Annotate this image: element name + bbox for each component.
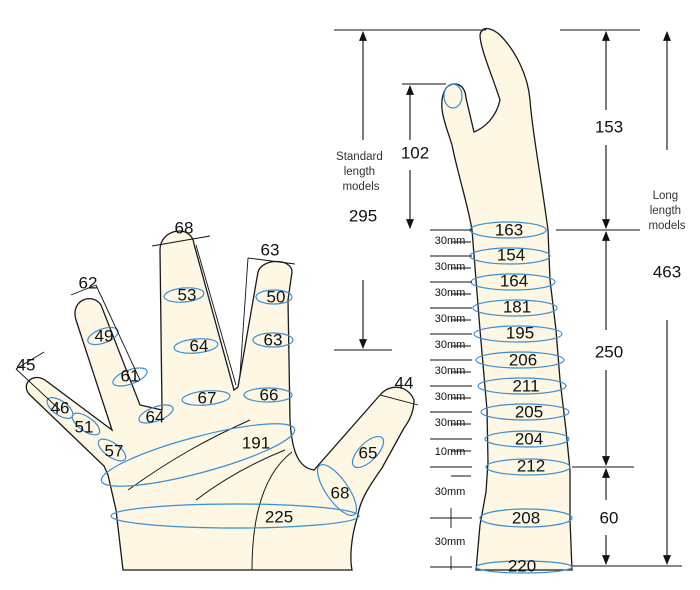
ring-lower-label: 61 — [121, 366, 140, 385]
spacing-label-11: 30mm — [435, 536, 466, 548]
long-hand-label: 153 — [595, 117, 623, 136]
thumb-base-label: 68 — [331, 483, 350, 502]
finger-rings — [46, 287, 385, 529]
spacing-label-6: 30mm — [435, 365, 466, 377]
index-lower-label: 63 — [264, 330, 283, 349]
middle-tip-line — [151, 235, 211, 247]
arm-label-10: 212 — [517, 456, 545, 475]
arm-label-5: 195 — [506, 323, 534, 342]
standard-caption: Standard length models — [336, 151, 386, 193]
thumb-tip-line — [379, 394, 419, 406]
spacing-label-7: 30mm — [435, 391, 466, 403]
long-hand-dimension: 153 — [556, 29, 640, 231]
standard-hand-label: 102 — [401, 143, 429, 162]
tip-width-lines — [15, 235, 419, 411]
arm-circumference-labels: 163 154 164 181 195 206 211 205 204 212 … — [495, 220, 545, 575]
spacing-label-9: 10mm — [435, 446, 466, 458]
arm-label-6: 206 — [509, 350, 537, 369]
arm-label-9: 204 — [515, 429, 543, 448]
middle-lower-label: 64 — [190, 336, 209, 355]
spacing-label-5: 30mm — [435, 339, 466, 351]
palm-creases — [127, 419, 293, 571]
arm-label-12: 220 — [508, 556, 536, 575]
long-bottom-dimension: 60 — [572, 468, 682, 567]
long-mid-dimension: 250 — [572, 231, 634, 468]
little-lower-label: 51 — [75, 417, 94, 436]
arm-rings — [469, 221, 573, 574]
spacing-label-3: 30mm — [435, 287, 466, 299]
thumb-upper-label: 65 — [359, 443, 378, 462]
thumb-tip — [443, 83, 463, 109]
arm-outline — [441, 27, 573, 571]
hand-outline — [25, 230, 415, 571]
index-base-label: 66 — [260, 385, 279, 404]
index-tip-label: 63 — [261, 240, 280, 259]
middle-base-label: 67 — [198, 388, 217, 407]
middle-upper-label: 53 — [178, 285, 197, 304]
knuckle-circumference-label: 191 — [242, 433, 270, 452]
hand-labels: 45 62 68 63 44 46 51 57 49 61 64 53 64 6… — [17, 218, 414, 526]
long-total-dimension: Long length models 463 — [648, 31, 686, 565]
index-upper-label: 50 — [267, 287, 286, 306]
long-mid-label: 250 — [595, 342, 623, 361]
ring-tip-label: 62 — [79, 273, 98, 292]
long-caption: Long length models — [648, 190, 685, 232]
standard-total-label: 295 — [349, 206, 377, 225]
spacing-label-1: 30mm — [435, 235, 466, 247]
arm-label-8: 205 — [515, 402, 543, 421]
little-tip-line — [15, 351, 45, 370]
middle-tip-label: 68 — [175, 218, 194, 237]
standard-length-dimension: Standard length models 295 — [334, 29, 486, 351]
arm-label-2: 154 — [497, 245, 525, 264]
index-tip-line — [247, 257, 296, 265]
spacing-label-10: 30mm — [435, 486, 466, 498]
ring-upper-label: 49 — [95, 326, 114, 345]
spacing-label-8: 30mm — [435, 417, 466, 429]
spacing-label-4: 30mm — [435, 313, 466, 325]
ring-tip-line — [70, 284, 97, 296]
palm-circumference-label: 225 — [265, 507, 293, 526]
thumb-tip-label: 44 — [395, 373, 414, 392]
long-total-label: 463 — [653, 262, 681, 281]
standard-hand-dimension: 102 — [401, 83, 446, 229]
little-upper-label: 46 — [51, 398, 70, 417]
little-base-label: 57 — [105, 441, 124, 460]
little-tip-label: 45 — [17, 355, 36, 374]
spacing-label-2: 30mm — [435, 261, 466, 273]
ring-base-label: 64 — [146, 407, 165, 426]
arm-label-1: 163 — [495, 220, 523, 239]
long-bottom-label: 60 — [600, 508, 619, 527]
arm-label-3: 164 — [500, 271, 528, 290]
arm-label-7: 211 — [512, 376, 539, 395]
arm-label-4: 181 — [503, 297, 531, 316]
arm-label-11: 208 — [512, 508, 540, 527]
arm-spacing-scale: 30mm 30mm 30mm 30mm 30mm 30mm 30mm 30mm … — [430, 229, 472, 570]
